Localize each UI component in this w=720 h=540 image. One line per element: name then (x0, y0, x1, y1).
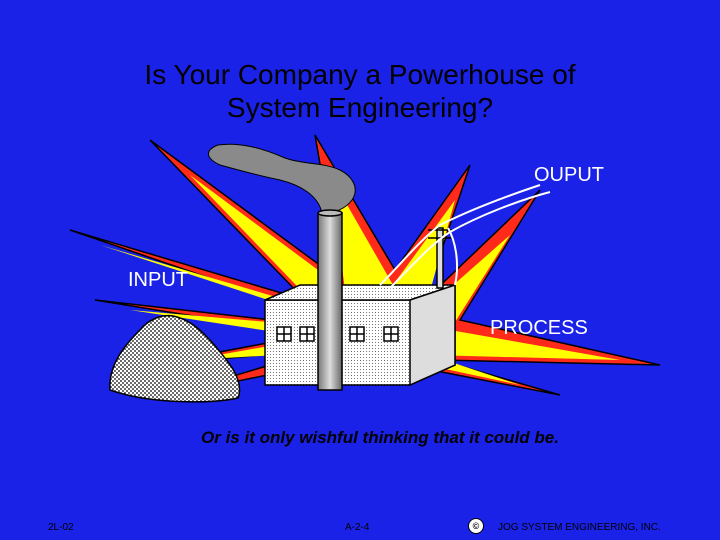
smokestack (317, 209, 343, 391)
slide-title: Is Your Company a Powerhouse of System E… (60, 58, 660, 124)
title-line-2: System Engineering? (226, 92, 494, 123)
footer-slide-code: 2L-02 (48, 522, 74, 533)
process-label: PROCESS (490, 317, 588, 339)
input-label: INPUT (128, 269, 188, 291)
output-label: OUPUT (534, 164, 604, 186)
slide-subtitle: Or is it only wishful thinking that it c… (201, 428, 559, 447)
company-logo-icon: © (468, 518, 484, 534)
smoke-plume (208, 143, 356, 214)
title-line-1: Is Your Company a Powerhouse of (144, 59, 576, 90)
footer-company-name: JOG SYSTEM ENGINEERING, INC. (498, 522, 661, 533)
raw-material-pile (109, 314, 241, 403)
footer-page-number: A-2-4 (345, 522, 370, 533)
output-wires (379, 184, 551, 289)
factory-windows (276, 326, 399, 342)
